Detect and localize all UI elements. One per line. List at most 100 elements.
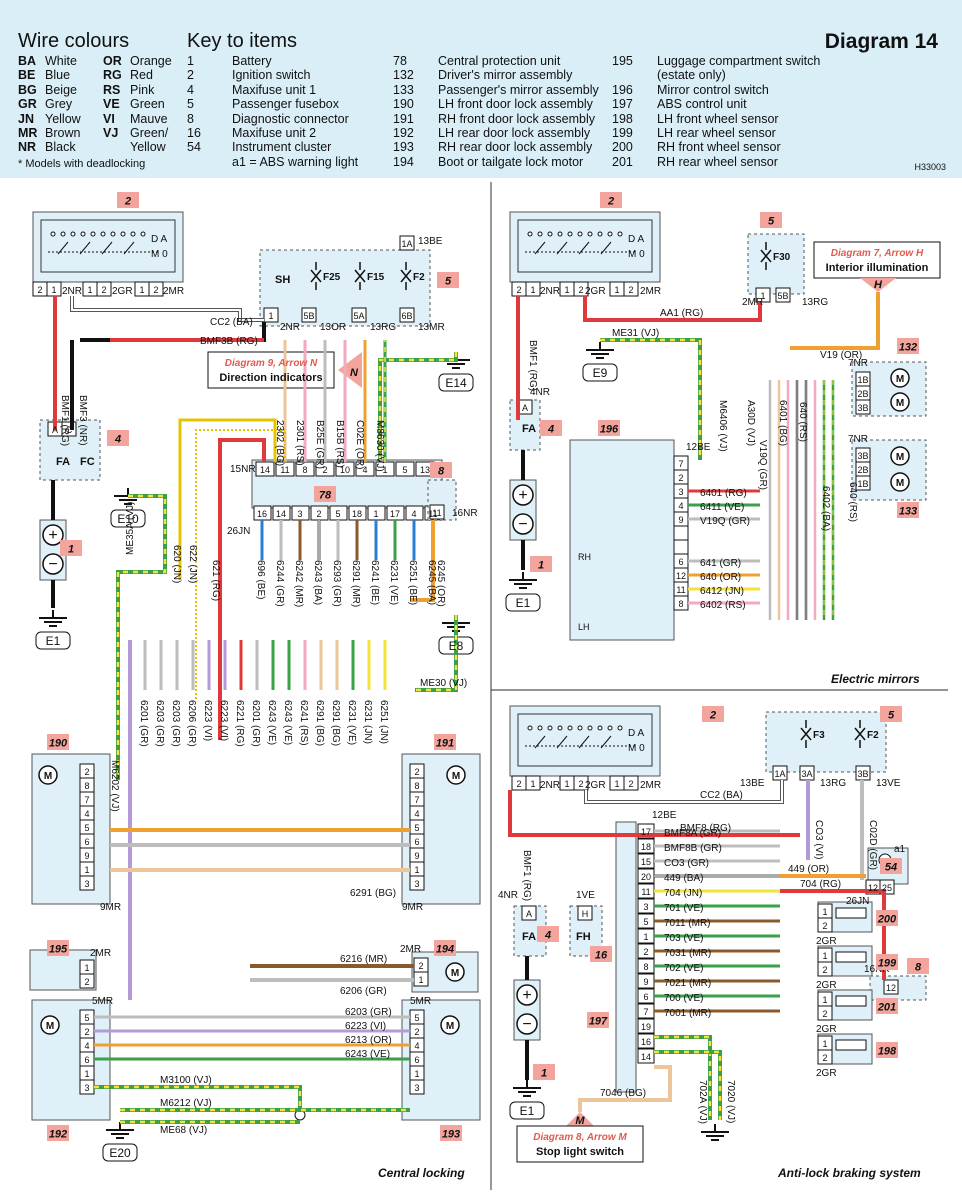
label: 2GR bbox=[816, 1068, 837, 1079]
fuse-f2 bbox=[400, 262, 412, 290]
label: 4NR bbox=[530, 387, 550, 398]
contact bbox=[547, 231, 553, 237]
motor-m: M bbox=[451, 968, 459, 979]
pin-number: 2B bbox=[857, 389, 868, 399]
pin-number: 4 bbox=[414, 809, 419, 819]
contact bbox=[537, 725, 543, 731]
item-16-tag bbox=[590, 946, 612, 962]
label: 16NR bbox=[452, 508, 478, 519]
cpu-out-label: 6245 (BA) bbox=[426, 560, 437, 605]
pin-number: 16 bbox=[641, 1037, 651, 1047]
label: 9MR bbox=[402, 902, 423, 913]
fuse-f2-label: F2 bbox=[413, 272, 425, 283]
pin-number: 15 bbox=[641, 857, 651, 867]
w-6216: 6216 (MR) bbox=[340, 954, 387, 965]
item-2-tag bbox=[117, 192, 139, 208]
key-number: 2 bbox=[187, 68, 194, 83]
pin-number: 2 bbox=[628, 779, 633, 789]
label: 2MR bbox=[90, 948, 111, 959]
contact bbox=[537, 231, 543, 237]
w704-rg bbox=[780, 889, 886, 980]
item-193-number: 193 bbox=[442, 1129, 460, 1141]
item-132-tag bbox=[897, 338, 919, 354]
contact bbox=[597, 725, 603, 731]
pin-number: 1 bbox=[760, 291, 765, 301]
door191-pins-pin bbox=[409, 875, 425, 891]
pin-number: 2 bbox=[822, 1053, 827, 1063]
key-number: 196 bbox=[612, 82, 633, 97]
pin-number: 5B bbox=[777, 291, 788, 301]
abs-wire-label: 7021 (MR) bbox=[664, 978, 711, 989]
pin-number: 9 bbox=[414, 851, 419, 861]
key-text: Driver's mirror assembly bbox=[438, 68, 573, 83]
item-5-number: 5 bbox=[445, 276, 452, 288]
ground-e1-em-box bbox=[505, 593, 541, 612]
w-620: 620 (JN) bbox=[171, 545, 182, 583]
item-1-tag bbox=[60, 540, 82, 556]
pin-number: 9 bbox=[84, 851, 89, 861]
sensor-coil bbox=[835, 907, 867, 919]
colour-name: Brown bbox=[45, 126, 81, 141]
key-text: Maxifuse unit 1 bbox=[232, 82, 317, 97]
section-electric-mirrors: Electric mirrors bbox=[831, 672, 920, 686]
ground-e10-label: E10 bbox=[117, 512, 139, 526]
item-190-tag bbox=[47, 734, 69, 750]
w-aa1: AA1 (RG) bbox=[660, 308, 703, 319]
contact bbox=[70, 231, 76, 237]
contact bbox=[587, 725, 593, 731]
item-4-tag bbox=[107, 430, 129, 446]
rear-link-label: 6243 (VE) bbox=[345, 1049, 390, 1060]
pin-number: 1 bbox=[614, 779, 619, 789]
label: 2MR bbox=[400, 944, 421, 955]
pin-number: 1A bbox=[401, 239, 412, 249]
cpu-feed-label: 2301 (RS) bbox=[294, 420, 305, 466]
pin-number: 1 bbox=[822, 907, 827, 917]
pin-number: 9 bbox=[643, 977, 648, 987]
ref-direction bbox=[207, 351, 335, 389]
label: 13BE bbox=[740, 778, 765, 789]
mid-wire-label: 6223 (VI) bbox=[202, 700, 213, 741]
fuse-f25-label: F25 bbox=[323, 272, 341, 283]
key-text: Passenger's mirror assembly bbox=[438, 82, 599, 97]
section-abs: Anti-lock braking system bbox=[778, 1166, 921, 1180]
door190-pins-pin bbox=[79, 875, 95, 891]
colour-code: BA bbox=[18, 54, 37, 68]
cc2-wire-core bbox=[71, 296, 264, 321]
sw-pin bbox=[673, 539, 689, 555]
item-192-number: 192 bbox=[49, 1129, 67, 1141]
cpu-out-label: 6291 (MR) bbox=[350, 560, 361, 607]
item-133-tag bbox=[897, 502, 919, 518]
pin-number: 3B bbox=[857, 451, 868, 461]
item-198-pins-pin bbox=[817, 1049, 833, 1065]
pin-number: 2 bbox=[418, 961, 423, 971]
contact bbox=[597, 231, 603, 237]
ground-e9-box bbox=[582, 363, 618, 382]
w702a-stripe bbox=[654, 1035, 712, 1120]
pin-number: 2 bbox=[414, 767, 419, 777]
fb-5a-pin bbox=[351, 307, 367, 323]
motor-m: M bbox=[452, 771, 460, 782]
pin-number: 3B bbox=[857, 403, 868, 413]
label: 12BE bbox=[686, 442, 711, 453]
contact bbox=[130, 231, 136, 237]
label: 2NR bbox=[280, 322, 300, 333]
pin-number: 8 bbox=[414, 781, 419, 791]
contact bbox=[577, 231, 583, 237]
colour-name: Red bbox=[130, 68, 153, 83]
w-621: 621 (RG) bbox=[210, 560, 221, 601]
m8630-wire bbox=[378, 352, 458, 460]
pin-number: 20 bbox=[641, 872, 651, 882]
battery-em-plus bbox=[512, 484, 534, 506]
item-5-em-tag bbox=[760, 212, 782, 228]
cpu-pin-number: 18 bbox=[352, 509, 362, 519]
section-central-locking: Central locking bbox=[378, 1166, 465, 1180]
item-194-number: 194 bbox=[436, 944, 454, 956]
item-4-abs-number: 4 bbox=[544, 930, 551, 942]
key-text: Mirror control switch bbox=[657, 82, 769, 97]
